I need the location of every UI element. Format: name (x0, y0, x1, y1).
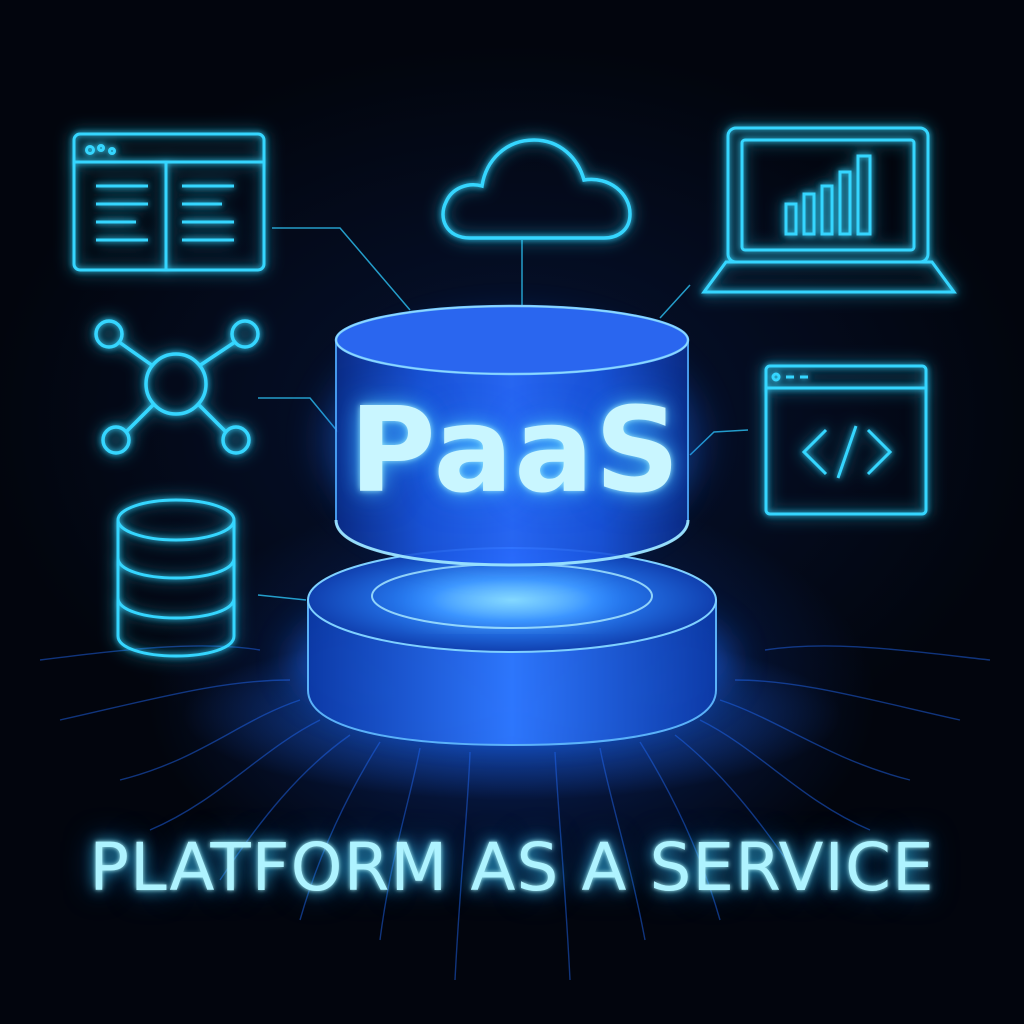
laptop-chart-icon (701, 126, 957, 294)
web-layout-icon (72, 132, 266, 272)
code-window-icon (764, 364, 928, 516)
tagline: PLATFORM AS A SERVICE (89, 829, 935, 906)
database-icon (116, 498, 236, 658)
network-nodes-icon (94, 319, 260, 455)
paas-label: PaaS (349, 381, 681, 519)
platform-cylinder (292, 304, 732, 747)
cloud-icon (441, 138, 632, 240)
